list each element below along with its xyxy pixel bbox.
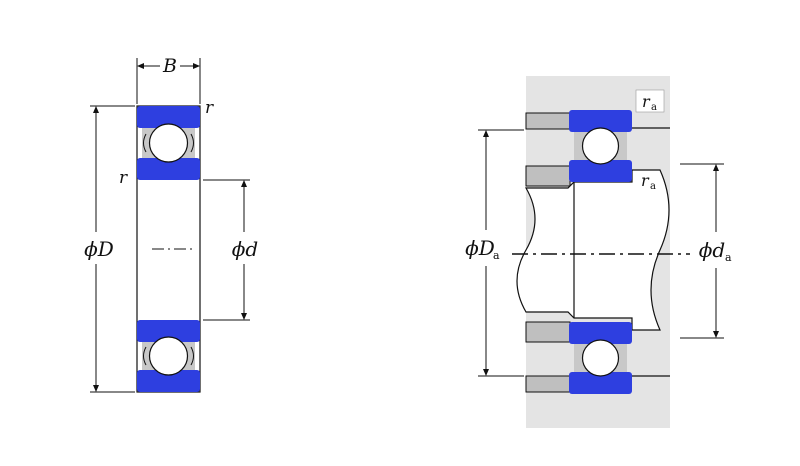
ball	[148, 123, 189, 163]
outer-diameter-dimension: ϕD	[84, 105, 135, 393]
bore-diameter-dimension: ϕd	[203, 179, 258, 321]
outer-ring	[569, 110, 632, 132]
shaft-shoulder-subscript: a	[725, 251, 732, 264]
shaft-fillet-label: r	[641, 171, 650, 190]
outer-ring	[137, 106, 200, 128]
housing-fillet-box	[635, 89, 665, 113]
housing-shoulder-subscript: a	[493, 249, 500, 262]
shaft-shoulder	[525, 165, 571, 187]
inner-ring	[569, 160, 632, 182]
inner-ring	[137, 320, 200, 342]
outer-diameter-label: ϕD	[84, 237, 114, 261]
right-mounting-view: r a r a ϕD a ϕd a	[465, 76, 732, 428]
shaft-shoulder-label: ϕd	[699, 238, 725, 262]
housing-fillet-subscript: a	[651, 102, 657, 113]
right-top-section	[569, 110, 632, 182]
width-label: B	[162, 55, 177, 77]
shaft-shoulder	[525, 321, 571, 343]
left-bearing-view: B r r ϕD ϕd	[84, 55, 258, 393]
bore-diameter-label: ϕd	[232, 237, 258, 261]
width-dimension: B	[136, 55, 201, 104]
cage-arc	[190, 346, 194, 366]
outer-ring	[569, 372, 632, 394]
housing-fillet-label: r	[642, 92, 651, 111]
chamfer-label-top: r	[205, 98, 214, 118]
housing-shoulder-dimension: ϕD a	[465, 129, 524, 377]
cage-arc	[190, 133, 194, 153]
ball	[581, 127, 620, 165]
outer-ring	[137, 370, 200, 392]
cage-arc	[143, 346, 147, 366]
shaft-fillet-subscript: a	[650, 181, 656, 192]
housing-shoulder-label: ϕD	[465, 236, 495, 260]
shaft	[516, 169, 670, 331]
inner-ring	[137, 158, 200, 180]
inner-ring	[569, 322, 632, 344]
cage-arc	[143, 133, 147, 153]
chamfer-label-inner: r	[119, 168, 128, 188]
left-top-section	[137, 106, 200, 180]
housing-shoulder	[525, 112, 571, 130]
left-bottom-section	[137, 320, 200, 392]
right-bottom-section	[569, 322, 632, 394]
ball	[148, 336, 189, 376]
shaft-shoulder-dimension: ϕd a	[680, 163, 732, 339]
ball	[581, 339, 620, 377]
housing-shoulder	[525, 375, 571, 393]
